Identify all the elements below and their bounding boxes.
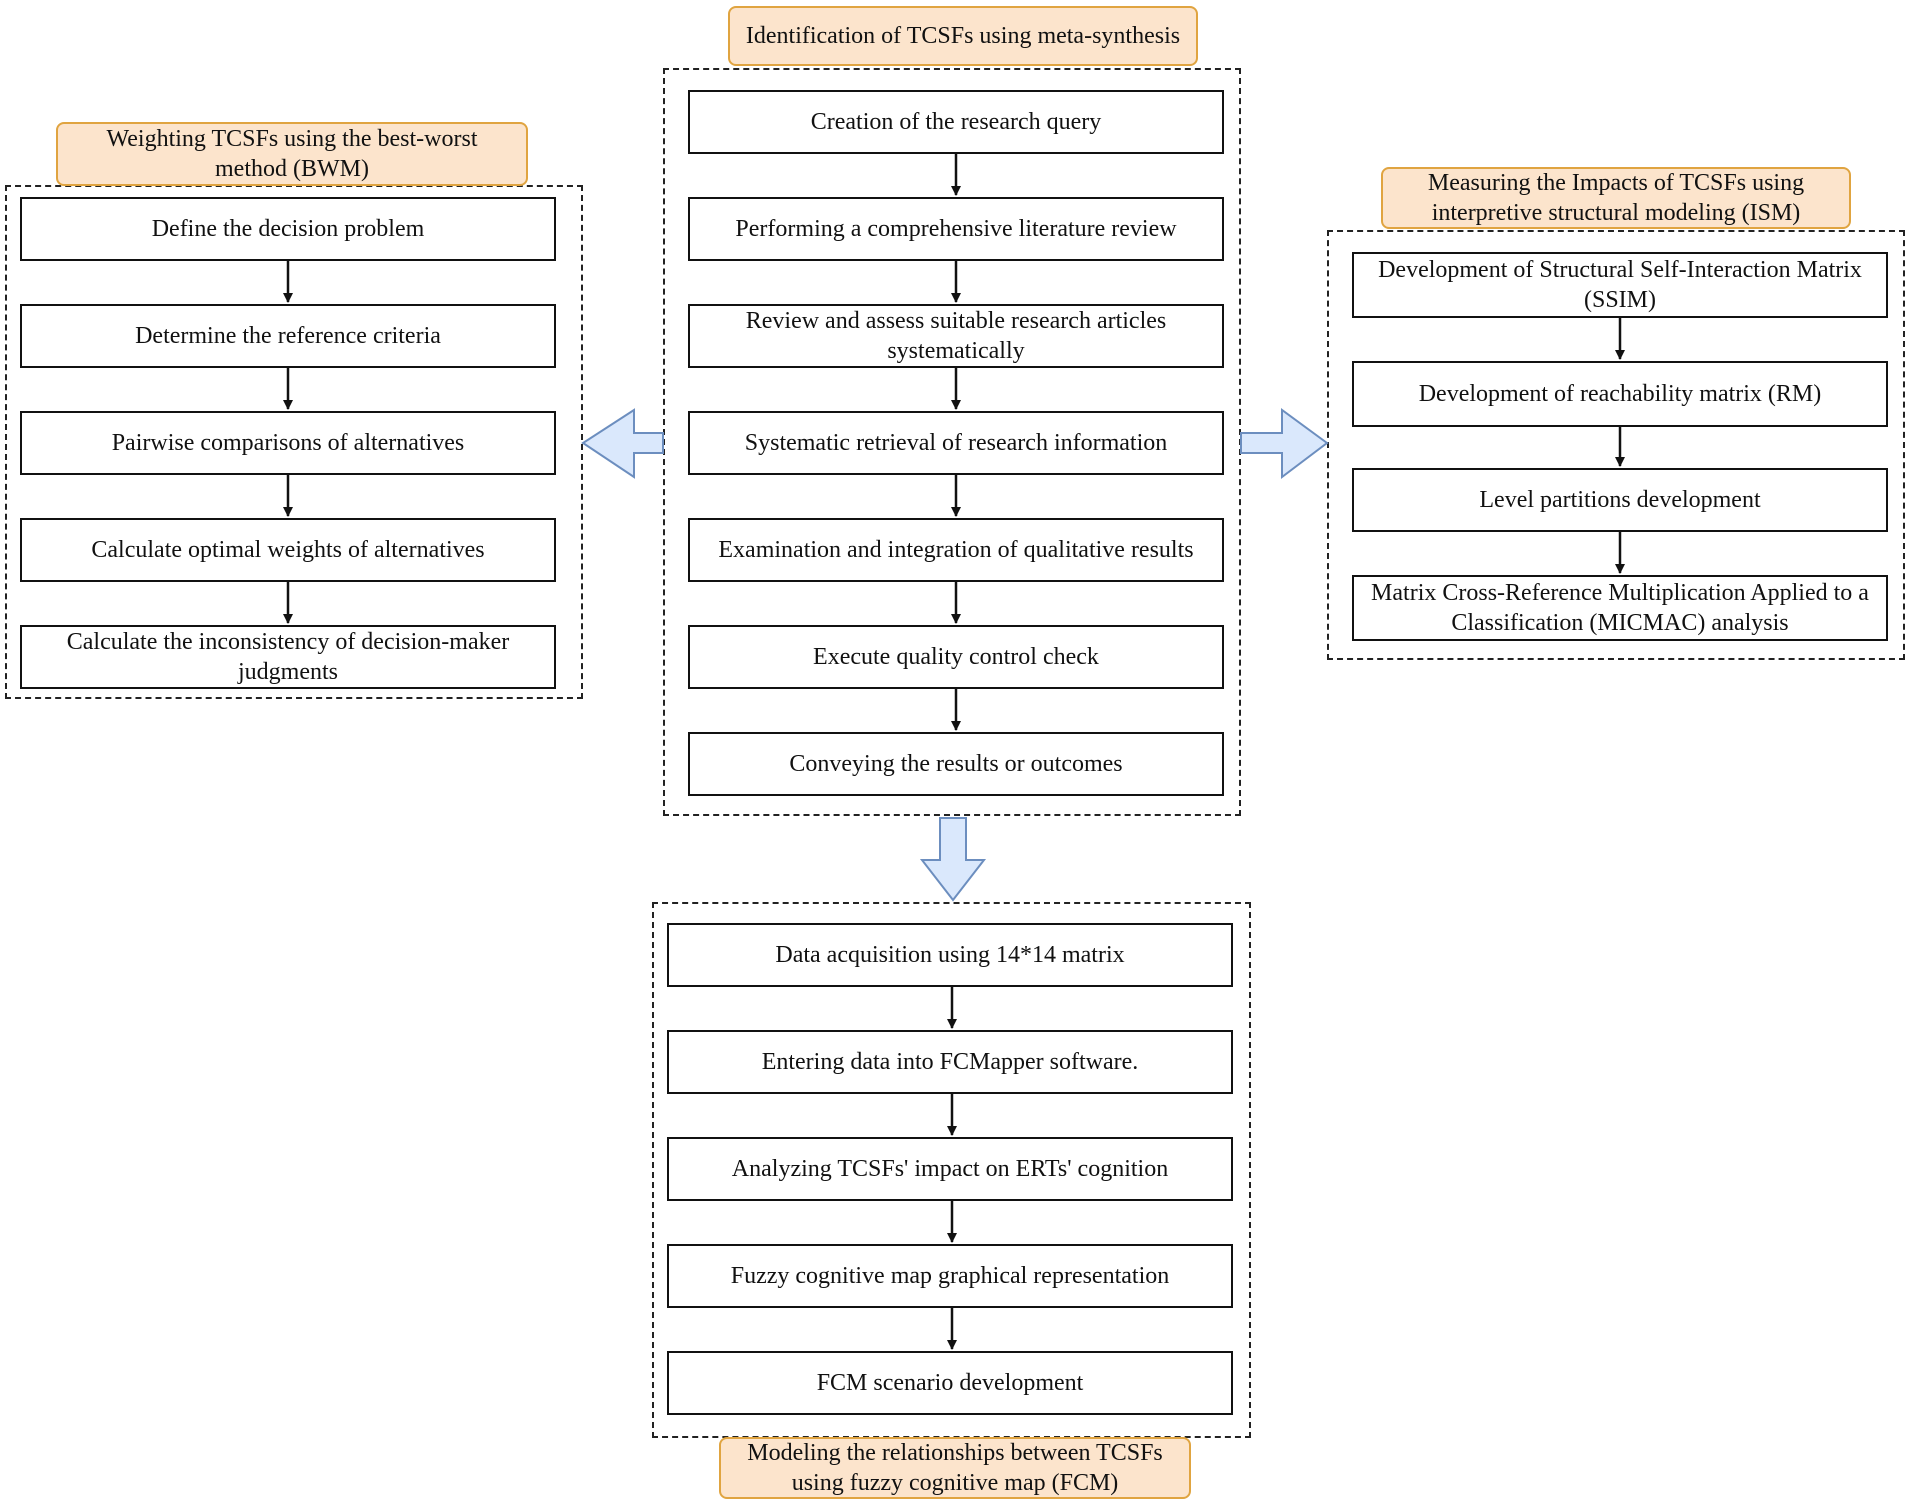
meta-step-1: Creation of the research query: [688, 90, 1224, 154]
meta-step-3: Review and assess suitable research arti…: [688, 304, 1224, 368]
bwm-step-4: Calculate optimal weights of alternative…: [20, 518, 556, 582]
fcm-step-5: FCM scenario development: [667, 1351, 1233, 1415]
block-arrow-down: [919, 817, 987, 902]
fcm-step-2: Entering data into FCMapper software.: [667, 1030, 1233, 1094]
meta-step-2: Performing a comprehensive literature re…: [688, 197, 1224, 261]
meta-step-6: Execute quality control check: [688, 625, 1224, 689]
meta-synthesis-title: Identification of TCSFs using meta-synth…: [728, 6, 1198, 66]
ism-step-3: Level partitions development: [1352, 468, 1888, 532]
fcm-step-3: Analyzing TCSFs' impact on ERTs' cogniti…: [667, 1137, 1233, 1201]
ism-step-1: Development of Structural Self-Interacti…: [1352, 252, 1888, 318]
meta-step-5: Examination and integration of qualitati…: [688, 518, 1224, 582]
bwm-group: [5, 185, 583, 699]
bwm-step-1: Define the decision problem: [20, 197, 556, 261]
ism-step-4: Matrix Cross-Reference Multiplication Ap…: [1352, 575, 1888, 641]
ism-title: Measuring the Impacts of TCSFs using int…: [1381, 167, 1851, 229]
bwm-step-3: Pairwise comparisons of alternatives: [20, 411, 556, 475]
bwm-title: Weighting TCSFs using the best-worst met…: [56, 122, 528, 186]
block-arrow-left: [581, 408, 664, 479]
fcm-step-4: Fuzzy cognitive map graphical representa…: [667, 1244, 1233, 1308]
meta-step-7: Conveying the results or outcomes: [688, 732, 1224, 796]
fcm-title: Modeling the relationships between TCSFs…: [719, 1437, 1191, 1499]
fcm-step-1: Data acquisition using 14*14 matrix: [667, 923, 1233, 987]
ism-group: [1327, 230, 1905, 660]
ism-step-2: Development of reachability matrix (RM): [1352, 361, 1888, 427]
block-arrow-right: [1240, 408, 1329, 480]
bwm-step-5: Calculate the inconsistency of decision-…: [20, 625, 556, 689]
meta-step-4: Systematic retrieval of research informa…: [688, 411, 1224, 475]
bwm-step-2: Determine the reference criteria: [20, 304, 556, 368]
